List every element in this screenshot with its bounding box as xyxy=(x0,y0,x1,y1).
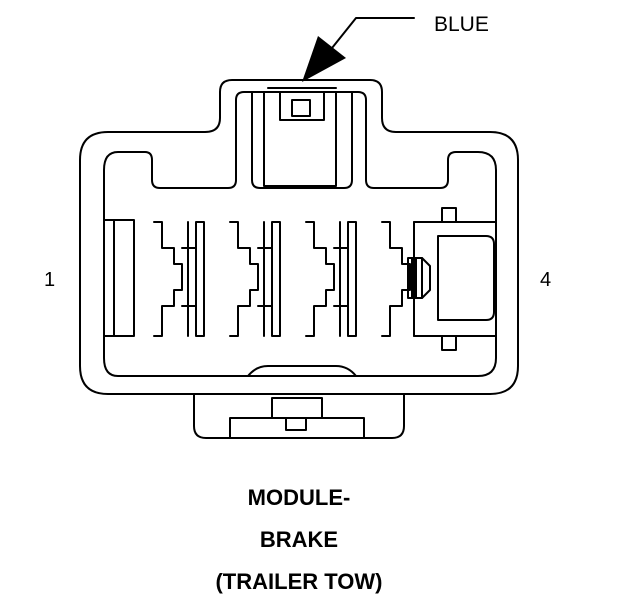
callout-arrowhead xyxy=(302,36,346,82)
terminal-cavity-2 xyxy=(229,221,281,337)
pin-label-left: 1 xyxy=(44,269,55,291)
pin-label-right: 4 xyxy=(540,269,551,291)
top-key-tab xyxy=(251,87,353,189)
terminal-cavity-4 xyxy=(381,221,415,337)
connector-cavity-outline xyxy=(103,91,497,377)
terminal-cavity-1 xyxy=(153,221,205,337)
side-latch xyxy=(407,207,495,351)
terminal-cavity-3 xyxy=(305,221,357,337)
bottom-lock-tab xyxy=(193,393,405,439)
title-line-1: MODULE- xyxy=(248,485,351,510)
connector-housing-outline xyxy=(79,79,519,395)
title-line-2: BRAKE xyxy=(260,527,338,552)
callout-label: BLUE xyxy=(434,13,489,36)
title-line-3: (TRAILER TOW) xyxy=(215,569,382,594)
bottom-ridge xyxy=(247,365,357,377)
callout-leader-line xyxy=(331,17,415,49)
